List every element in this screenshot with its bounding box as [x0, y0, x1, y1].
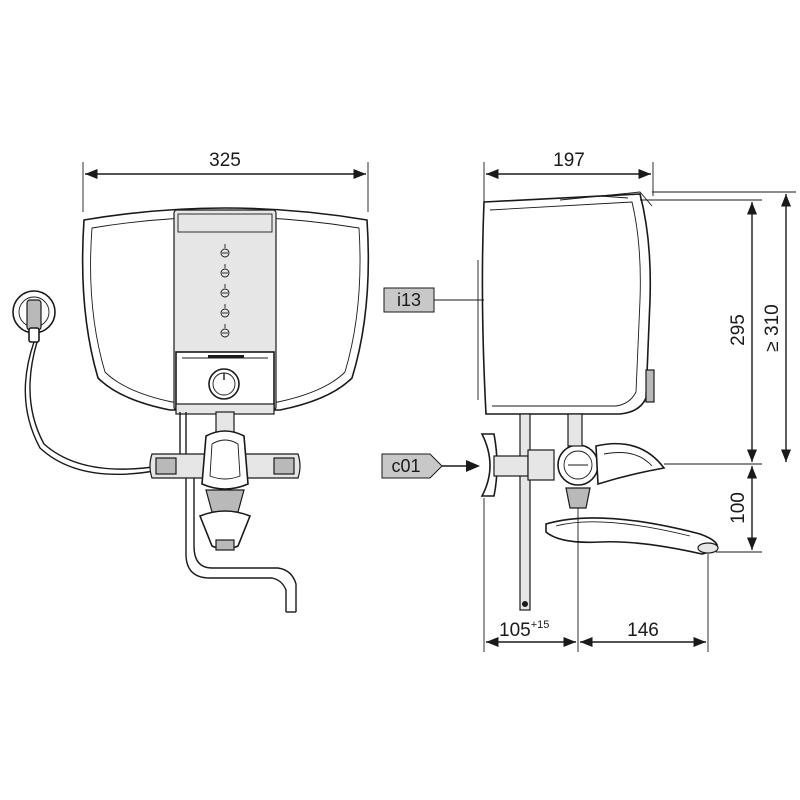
front-view: 325 — [12, 150, 370, 613]
dim-depth-side: 197 — [483, 150, 654, 206]
dim-pipe-offset-tolerance: +15 — [531, 619, 550, 631]
dim-pipe-offset: 105+15 — [483, 498, 579, 652]
dim-height-body: 295 — [640, 199, 762, 465]
callout-i13: i13 — [383, 287, 484, 313]
dim-depth-side-label: 197 — [553, 150, 585, 171]
callout-c01: c01 — [381, 453, 480, 479]
power-plug-icon — [12, 290, 56, 343]
temperature-indicators — [220, 244, 230, 338]
dim-pipe-offset-value: 105 — [499, 620, 531, 641]
knob-icon — [208, 368, 240, 400]
dim-pipe-offset-label: 105+15 — [499, 619, 549, 641]
dim-tap-height: 100 — [716, 466, 762, 553]
dim-height-body-label: 295 — [728, 314, 749, 346]
power-cable — [24, 341, 161, 475]
side-view: 197 295 — [381, 150, 796, 652]
callout-c01-box — [381, 453, 443, 479]
dim-tap-height-label: 100 — [728, 492, 749, 524]
wall-flange — [480, 433, 498, 497]
dim-width-front: 325 — [82, 150, 369, 212]
callout-i13-box — [383, 287, 435, 313]
spout-front — [185, 553, 287, 612]
mixer-lever-side — [595, 442, 666, 486]
dim-spout-reach-label: 146 — [627, 620, 659, 641]
dim-height-min: ≥ 310 — [652, 191, 796, 462]
supply-pipe-side — [519, 413, 531, 611]
callout-c01-label: c01 — [391, 456, 420, 476]
dim-spout-reach: 146 — [580, 554, 709, 652]
callout-i13-label: i13 — [397, 290, 421, 310]
dim-width-front-label: 325 — [209, 150, 241, 171]
mixer-body — [201, 430, 249, 490]
dim-height-min-label: ≥ 310 — [762, 304, 783, 351]
heater-housing-side — [481, 193, 652, 415]
